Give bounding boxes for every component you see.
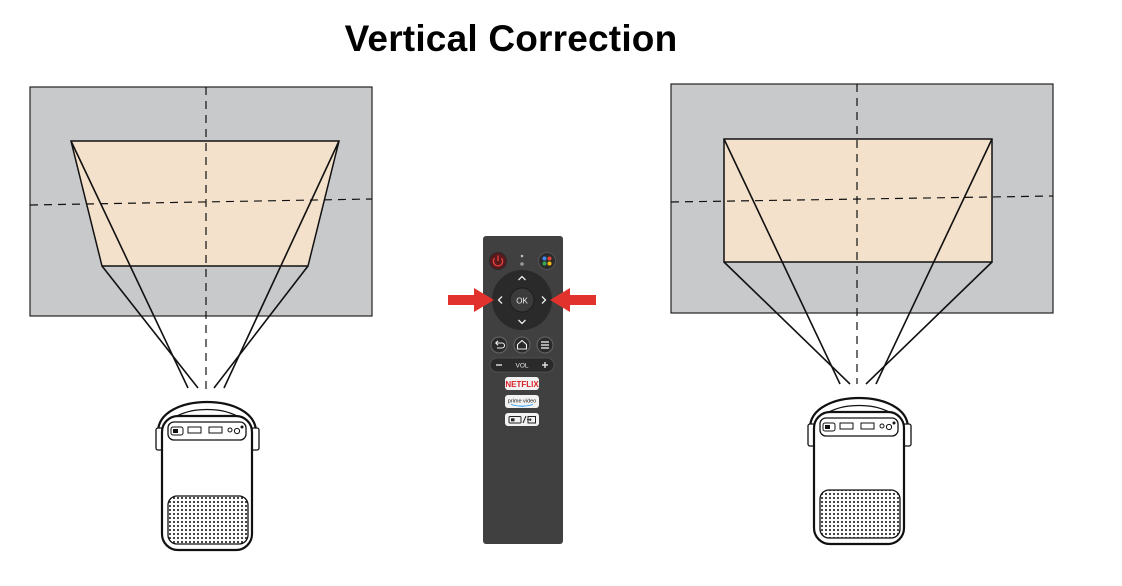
page-title: Vertical Correction bbox=[344, 18, 678, 59]
dpad-down-icon[interactable] bbox=[518, 319, 526, 325]
volume-up-icon[interactable] bbox=[542, 362, 548, 368]
volume-rocker[interactable]: VOL bbox=[489, 357, 555, 373]
menu-button[interactable] bbox=[536, 336, 554, 354]
assistant-icon bbox=[542, 256, 552, 266]
home-button[interactable] bbox=[513, 336, 531, 354]
power-icon bbox=[492, 255, 504, 267]
projector-device bbox=[807, 396, 912, 546]
prime-video-label: prime video bbox=[508, 399, 536, 405]
netflix-button[interactable]: NETFLIX bbox=[505, 377, 539, 390]
back-icon bbox=[495, 340, 506, 349]
back-button[interactable] bbox=[490, 336, 508, 354]
keystone-projection bbox=[70, 140, 340, 267]
input-button[interactable] bbox=[505, 413, 539, 426]
projection-beam bbox=[70, 140, 340, 389]
menu-icon bbox=[541, 341, 549, 349]
microphone-hole bbox=[520, 262, 524, 266]
right-red-arrow-icon bbox=[550, 288, 596, 312]
before-correction-diagram bbox=[29, 86, 373, 552]
prime-smile-icon bbox=[510, 404, 534, 407]
power-button[interactable] bbox=[489, 252, 507, 270]
ok-button-label[interactable]: OK bbox=[516, 297, 528, 306]
projection-beam bbox=[723, 138, 993, 385]
dpad-left-icon[interactable] bbox=[497, 296, 503, 304]
horizontal-centerline bbox=[670, 195, 1054, 203]
volume-label: VOL bbox=[515, 363, 528, 370]
dpad-up-icon[interactable] bbox=[518, 275, 526, 281]
remote-control: OK VOL bbox=[448, 236, 596, 544]
projector-device bbox=[155, 400, 260, 552]
netflix-label: NETFLIX bbox=[505, 380, 539, 389]
horizontal-centerline bbox=[29, 198, 373, 206]
indicator-light bbox=[520, 254, 524, 258]
home-icon bbox=[516, 339, 528, 350]
assistant-button[interactable] bbox=[538, 252, 556, 270]
input-icon bbox=[508, 415, 536, 424]
corrected-projection bbox=[723, 138, 993, 263]
dpad[interactable]: OK bbox=[492, 270, 552, 330]
dpad-right-icon[interactable] bbox=[541, 296, 547, 304]
left-red-arrow-icon bbox=[448, 288, 494, 312]
after-correction-diagram bbox=[670, 83, 1054, 546]
prime-video-button[interactable]: prime video bbox=[505, 395, 539, 408]
